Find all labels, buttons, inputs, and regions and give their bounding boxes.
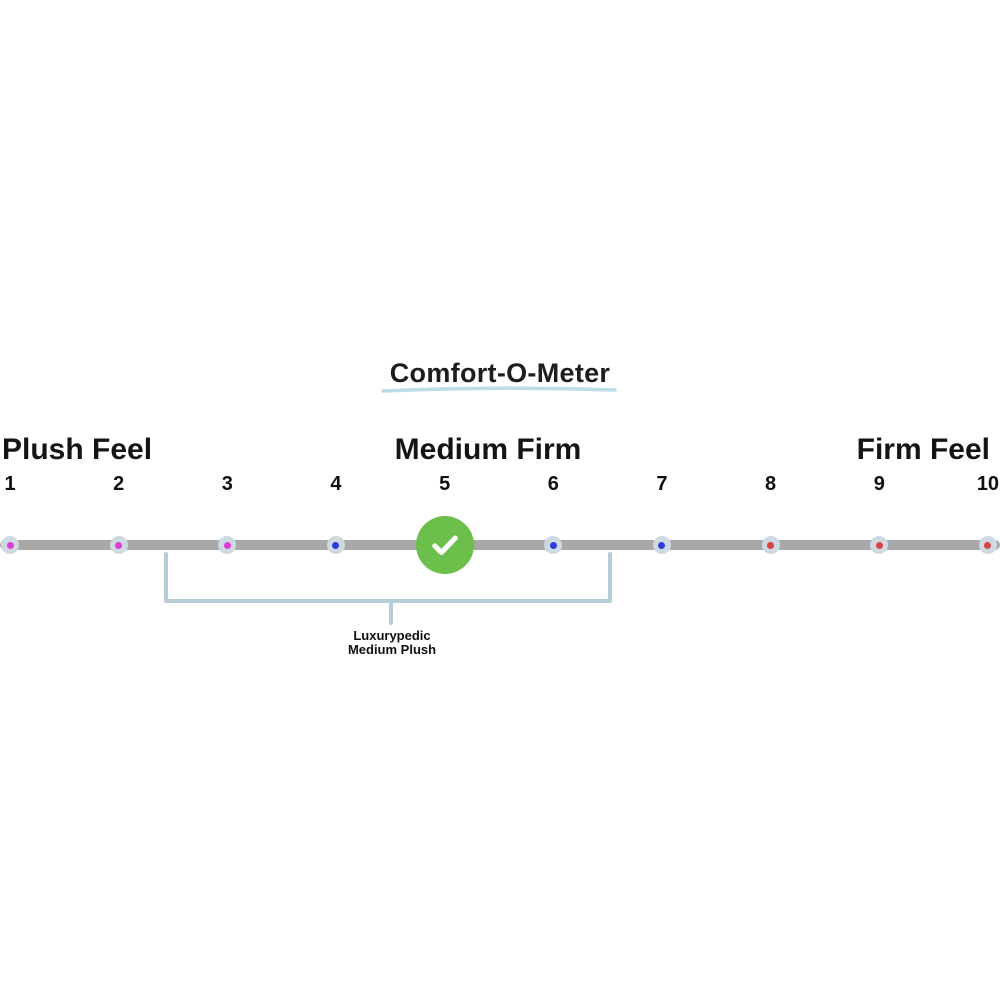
label-medium-firm: Medium Firm (394, 433, 582, 466)
title-underline (381, 386, 617, 393)
scale-track (0, 540, 1000, 550)
annotation-bracket (164, 552, 612, 625)
annotation-label: Luxurypedic Medium Plush (348, 629, 436, 657)
label-firm-feel: Firm Feel (856, 433, 990, 466)
scale-dot-1 (1, 536, 19, 554)
scale-number-9: 9 (873, 473, 885, 495)
scale-dot-9 (870, 536, 889, 554)
scale-dot-3 (218, 536, 237, 554)
scale-dot-2 (109, 536, 128, 554)
scale-number-7: 7 (656, 473, 668, 495)
selected-rating-marker (415, 516, 474, 574)
scale-number-4: 4 (330, 473, 342, 495)
checkmark-icon (431, 535, 458, 556)
annotation-line2: Medium Plush (347, 642, 437, 657)
label-plush-feel: Plush Feel (2, 433, 153, 466)
scale-dot-7 (652, 536, 671, 554)
scale-dot-10 (978, 536, 997, 554)
scale-numbers: 1 2 3 4 5 6 7 8 9 10 (0, 473, 1000, 499)
scale-number-2: 2 (113, 473, 125, 495)
annotation-line1: Luxurypedic (353, 628, 431, 643)
scale-number-3: 3 (221, 473, 233, 495)
scale-dot-8 (761, 536, 780, 554)
scale-number-8: 8 (765, 473, 777, 495)
scale-number-5: 5 (439, 473, 451, 495)
scale-number-6: 6 (547, 473, 559, 495)
page-title: Comfort-O-Meter (389, 358, 611, 388)
scale-dot-6 (544, 536, 563, 554)
scale-number-10: 10 (976, 473, 1000, 495)
scale-dot-4 (326, 536, 345, 554)
scale-number-1: 1 (4, 473, 16, 495)
